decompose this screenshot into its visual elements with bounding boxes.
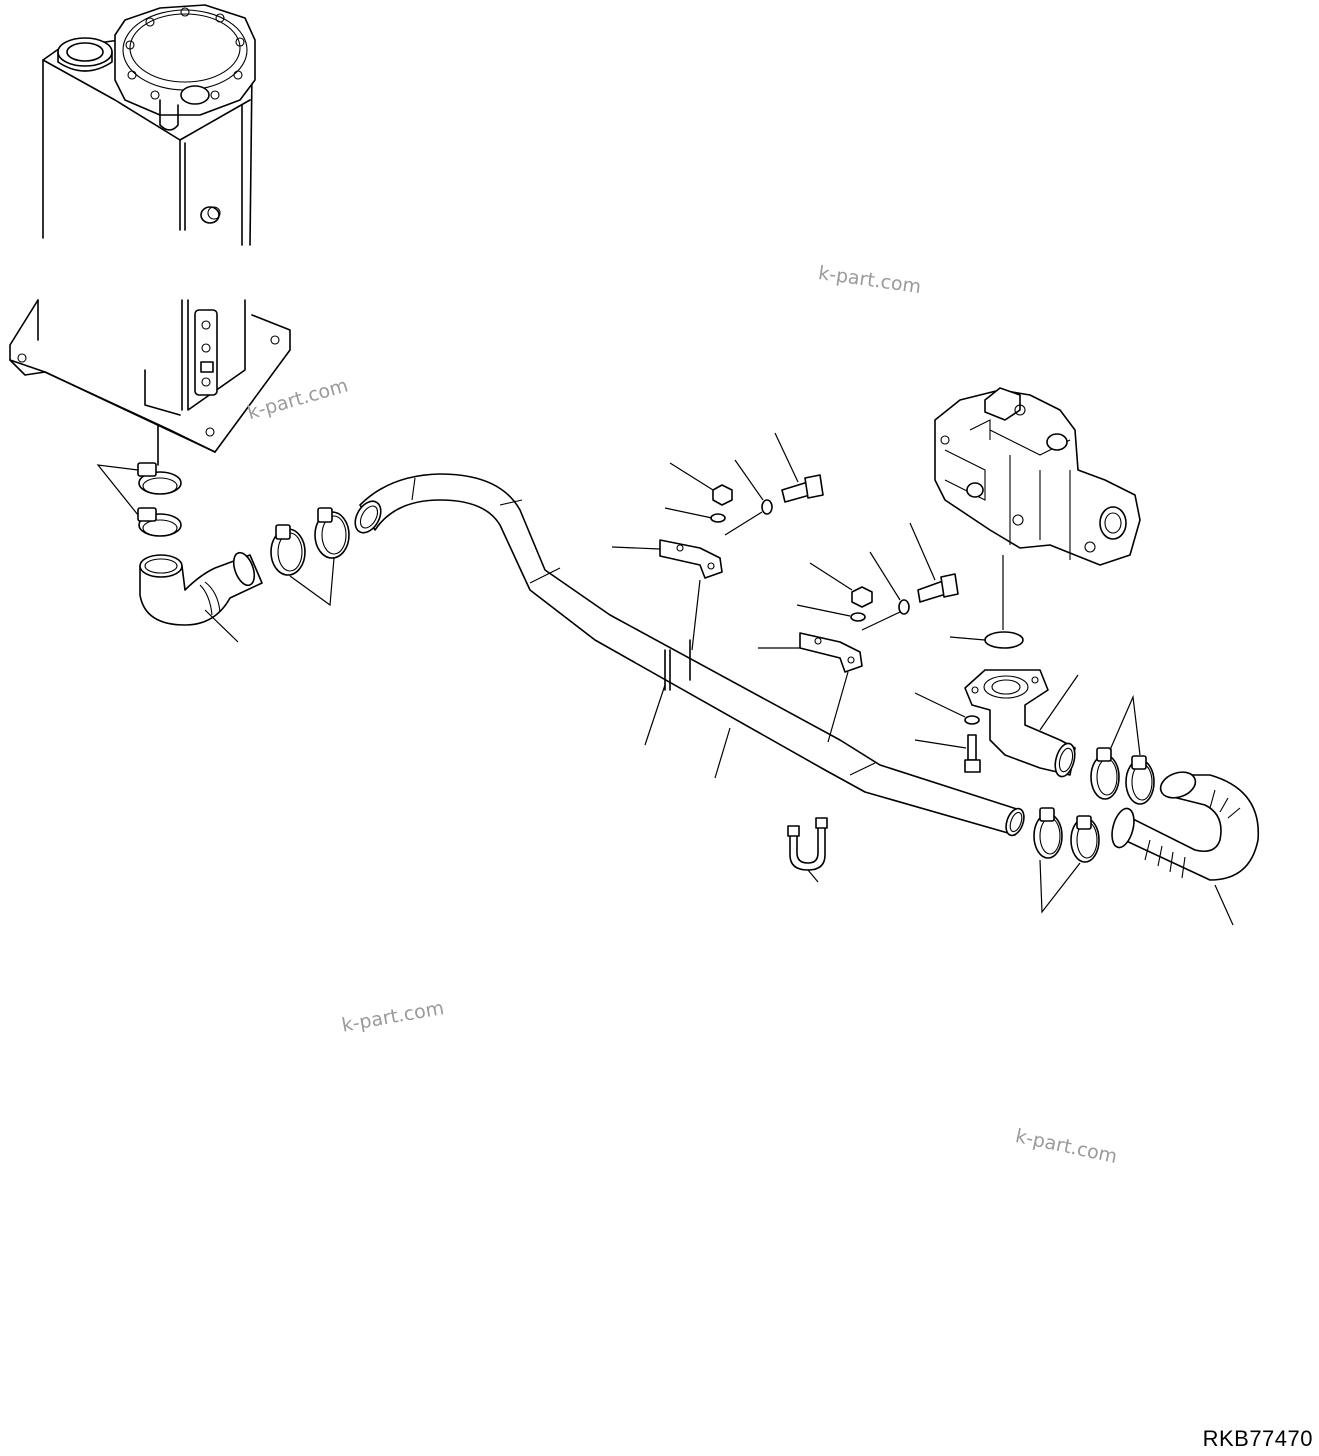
o-ring — [949, 631, 1024, 649]
washer-2 — [796, 551, 910, 631]
bolt-2 — [909, 522, 959, 603]
hose-clamps-left — [270, 507, 350, 607]
hydraulic-pump — [934, 387, 1141, 630]
bracket-1 — [611, 539, 723, 651]
nut-1 — [669, 462, 733, 506]
bolt-1 — [774, 432, 824, 503]
suction-tube — [354, 473, 1025, 837]
hose-clamps-right — [1033, 694, 1155, 914]
hose-clamps-tank — [96, 462, 182, 537]
hydraulic-tank — [9, 4, 291, 466]
drawing-code: RKB77470 — [1202, 1426, 1313, 1451]
u-bolt — [644, 639, 828, 883]
washer-1 — [664, 459, 773, 536]
bracket-2 — [758, 632, 863, 743]
elbow-flange — [964, 669, 1079, 778]
flange-bolt — [914, 734, 981, 773]
suction-hose-left — [139, 551, 263, 643]
flange-washer — [914, 692, 980, 725]
suction-hose-right — [1111, 771, 1260, 926]
nut-2 — [809, 562, 873, 608]
